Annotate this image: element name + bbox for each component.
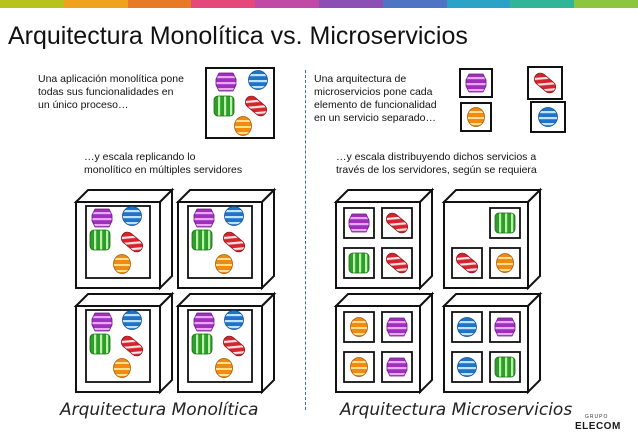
left-caption: Arquitectura Monolítica xyxy=(60,400,259,420)
blue-candy-icon xyxy=(224,310,244,330)
monolith-server-2 xyxy=(175,187,277,291)
left-intro-line-1: Una aplicación monolítica pone xyxy=(38,73,184,85)
green-candy-icon xyxy=(191,229,213,251)
orange-candy-icon xyxy=(215,254,233,274)
stripe-segment xyxy=(191,0,256,8)
microservice-server-2 xyxy=(441,187,543,291)
right-intro-line-3: elemento de funcionalidad xyxy=(314,99,437,111)
green-candy-icon xyxy=(89,229,111,251)
left-intro-line-3: un único proceso… xyxy=(38,99,129,111)
microservice-box-purple xyxy=(459,68,493,98)
monolith-server-1 xyxy=(73,187,175,291)
slide-title: Arquitectura Monolítica vs. Microservici… xyxy=(8,22,468,50)
blue-candy-icon xyxy=(122,206,142,226)
microservice-server-3 xyxy=(333,291,435,395)
purple-candy-icon xyxy=(494,317,516,337)
purple-candy-icon xyxy=(386,317,408,337)
orange-candy-icon xyxy=(350,357,368,377)
left-intro-line-2: todas sus funcionalidades en xyxy=(38,86,174,98)
logo-elecom: ELECOM xyxy=(575,421,621,432)
purple-candy-icon xyxy=(386,357,408,377)
orange-candy-icon xyxy=(234,116,252,136)
center-divider xyxy=(305,70,306,410)
purple-candy-icon xyxy=(193,208,215,228)
orange-candy-icon xyxy=(350,317,368,337)
left-scale-line-1: …y escala replicando lo xyxy=(84,151,196,163)
microservice-box-red xyxy=(527,66,563,100)
green-candy-icon xyxy=(348,252,370,274)
stripe-segment xyxy=(127,0,192,8)
microservice-box-blue xyxy=(530,101,566,133)
monolith-box xyxy=(205,67,275,139)
microservice-server-4 xyxy=(441,291,543,395)
purple-candy-icon xyxy=(193,312,215,332)
green-candy-icon xyxy=(494,212,516,234)
right-scale-line-1: …y escala distribuyendo dichos servicios… xyxy=(336,151,537,163)
stripe-segment xyxy=(318,0,383,8)
purple-candy-icon xyxy=(91,312,113,332)
purple-candy-icon xyxy=(465,73,487,93)
stripe-segment xyxy=(63,0,128,8)
color-stripe-bar xyxy=(0,0,638,8)
blue-candy-icon xyxy=(248,70,268,90)
right-scale-line-2: través de los servidores, según se requi… xyxy=(336,164,537,176)
microservice-box-orange xyxy=(460,102,492,132)
purple-candy-icon xyxy=(348,213,370,233)
purple-candy-icon xyxy=(215,72,237,92)
blue-candy-icon xyxy=(457,357,477,377)
left-scale-line-2: monolítico en múltiples servidores xyxy=(84,164,243,176)
stripe-segment xyxy=(255,0,319,8)
green-candy-icon xyxy=(213,95,235,117)
blue-candy-icon xyxy=(122,310,142,330)
stripe-segment xyxy=(510,0,575,8)
logo-grupo: GRUPO xyxy=(585,414,609,420)
green-candy-icon xyxy=(494,356,516,378)
purple-candy-icon xyxy=(91,208,113,228)
orange-candy-icon xyxy=(467,107,485,127)
green-candy-icon xyxy=(191,333,213,355)
stripe-segment xyxy=(0,0,64,8)
blue-candy-icon xyxy=(457,317,477,337)
orange-candy-icon xyxy=(113,254,131,274)
right-intro-line-1: Una arquitectura de xyxy=(314,73,407,85)
monolith-server-4 xyxy=(175,291,277,395)
right-caption: Arquitectura Microservicios xyxy=(340,400,573,420)
orange-candy-icon xyxy=(496,253,514,273)
orange-candy-icon xyxy=(113,358,131,378)
blue-candy-icon xyxy=(538,107,558,127)
right-intro-line-2: microservicios pone cada xyxy=(314,86,433,98)
stripe-segment xyxy=(574,0,638,8)
blue-candy-icon xyxy=(224,206,244,226)
right-intro-line-4: en un servicio separado… xyxy=(314,112,436,124)
monolith-server-3 xyxy=(73,291,175,395)
orange-candy-icon xyxy=(215,358,233,378)
green-candy-icon xyxy=(89,333,111,355)
microservice-server-1 xyxy=(333,187,435,291)
stripe-segment xyxy=(382,0,447,8)
stripe-segment xyxy=(446,0,511,8)
